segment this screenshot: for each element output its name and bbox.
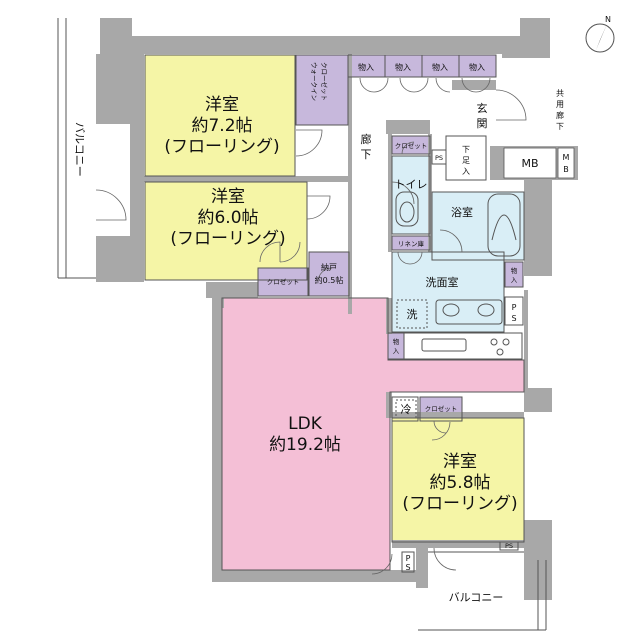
ldk-size: 約19.2帖 bbox=[269, 435, 341, 455]
walkin-label-2: クローゼット bbox=[320, 62, 329, 101]
shitaashiire-1: 下 bbox=[462, 145, 470, 154]
room-western-3: 洋室 約5.8帖 (フローリング) bbox=[402, 452, 517, 514]
kitchen-storage-area bbox=[388, 333, 404, 359]
room-western-3-name: 洋室 bbox=[443, 452, 477, 472]
washroom-storage-label-2: 入 bbox=[511, 276, 518, 284]
ps-bottom-label-2: S bbox=[405, 563, 410, 572]
mb-box bbox=[503, 147, 557, 179]
ps-bottom-label-1: P bbox=[406, 554, 411, 563]
storage-3-label: 物入 bbox=[432, 62, 448, 72]
closet-west-label: クロゼット bbox=[267, 277, 300, 286]
washroom-storage-label-1: 物 bbox=[511, 266, 518, 275]
washroom-label: 洗面室 bbox=[426, 275, 459, 289]
mb-small-box bbox=[557, 147, 575, 179]
compass: N bbox=[585, 15, 615, 53]
genkan-label-2: 関 bbox=[477, 117, 488, 130]
fridge-label: 冷 bbox=[401, 403, 412, 416]
mb-small-label-1: M bbox=[563, 153, 570, 162]
shitaashiire-2: 足 bbox=[462, 156, 470, 165]
mb-label: MB bbox=[521, 157, 538, 170]
balcony-south-label: バルコニー bbox=[449, 591, 504, 604]
bath-area bbox=[432, 192, 524, 260]
bath-label: 浴室 bbox=[451, 205, 473, 219]
room-western-1-area bbox=[145, 55, 295, 177]
kitchen-storage-label-2: 入 bbox=[393, 347, 400, 355]
kitchen-storage-label-1: 物 bbox=[393, 337, 400, 346]
ldk-area bbox=[222, 298, 524, 570]
shitaashiire-3: 入 bbox=[462, 167, 470, 176]
corridor-label-2: 下 bbox=[361, 148, 372, 161]
linen-label: リネン庫 bbox=[398, 239, 425, 248]
toilet-label: トイレ bbox=[395, 178, 428, 191]
walkin-closet-area bbox=[296, 55, 348, 125]
room-western-3-floor: (フローリング) bbox=[402, 494, 517, 514]
room-western-1-floor: (フローリング) bbox=[164, 137, 279, 157]
shared-corridor-2: 用 bbox=[556, 100, 564, 109]
balcony-south bbox=[418, 551, 547, 631]
genkan-label-1: 玄 bbox=[477, 101, 488, 115]
toilet-closet-label: クロゼット bbox=[395, 141, 428, 150]
room-western-2-floor: (フローリング) bbox=[170, 229, 285, 249]
closet-west-area bbox=[258, 268, 308, 296]
linen-area bbox=[392, 236, 430, 250]
ps-top-label: PS bbox=[435, 154, 443, 162]
washroom-storage-area bbox=[505, 262, 523, 287]
toilet-closet-area bbox=[392, 136, 430, 154]
ps-washroom-label-2: S bbox=[511, 314, 516, 323]
storage-2-label: 物入 bbox=[395, 62, 411, 72]
balcony-west bbox=[57, 18, 96, 279]
room-western-1-name: 洋室 bbox=[205, 95, 239, 115]
ldk-name: LDK bbox=[288, 414, 323, 434]
shared-corridor-4: 下 bbox=[556, 122, 564, 131]
nando-area bbox=[309, 252, 349, 296]
corridor-label-1: 廊 bbox=[361, 132, 372, 146]
room-western-1-size: 約7.2帖 bbox=[191, 116, 252, 136]
room-western-1: 洋室 約7.2帖 (フローリング) bbox=[164, 95, 279, 157]
storage-1-label: 物入 bbox=[358, 62, 374, 72]
nando-label-2: 約0.5帖 bbox=[315, 275, 344, 285]
room-western-2-size: 約6.0帖 bbox=[197, 208, 258, 228]
room-western-2: 洋室 約6.0帖 (フローリング) bbox=[170, 187, 285, 249]
storage-4-label: 物入 bbox=[469, 62, 485, 72]
ps-washroom-label-1: P bbox=[512, 303, 517, 312]
room-western-3-area bbox=[392, 418, 524, 542]
doors bbox=[95, 77, 527, 575]
room-western-2-area bbox=[145, 182, 307, 280]
balcony-west-label: バルコニー bbox=[73, 122, 86, 177]
room-outlines bbox=[144, 54, 525, 573]
ps-balcony-label: PS bbox=[505, 542, 513, 550]
compass-label: N bbox=[605, 15, 611, 24]
closet-east-label: クロゼット bbox=[425, 404, 458, 413]
room-western-2-name: 洋室 bbox=[211, 187, 245, 207]
walkin-label-1: ウォークイン bbox=[310, 62, 318, 101]
shared-corridor-1: 共 bbox=[556, 89, 564, 98]
mb-small-label-2: B bbox=[563, 165, 569, 174]
ldk: LDK 約19.2帖 bbox=[269, 414, 341, 455]
shared-corridor-3: 廊 bbox=[556, 110, 564, 120]
washroom-area bbox=[392, 252, 504, 332]
fixtures bbox=[395, 191, 521, 419]
room-western-3-size: 約5.8帖 bbox=[429, 473, 490, 493]
nando-label-1: 納戸 bbox=[321, 262, 337, 272]
wash-label: 洗 bbox=[407, 308, 418, 321]
